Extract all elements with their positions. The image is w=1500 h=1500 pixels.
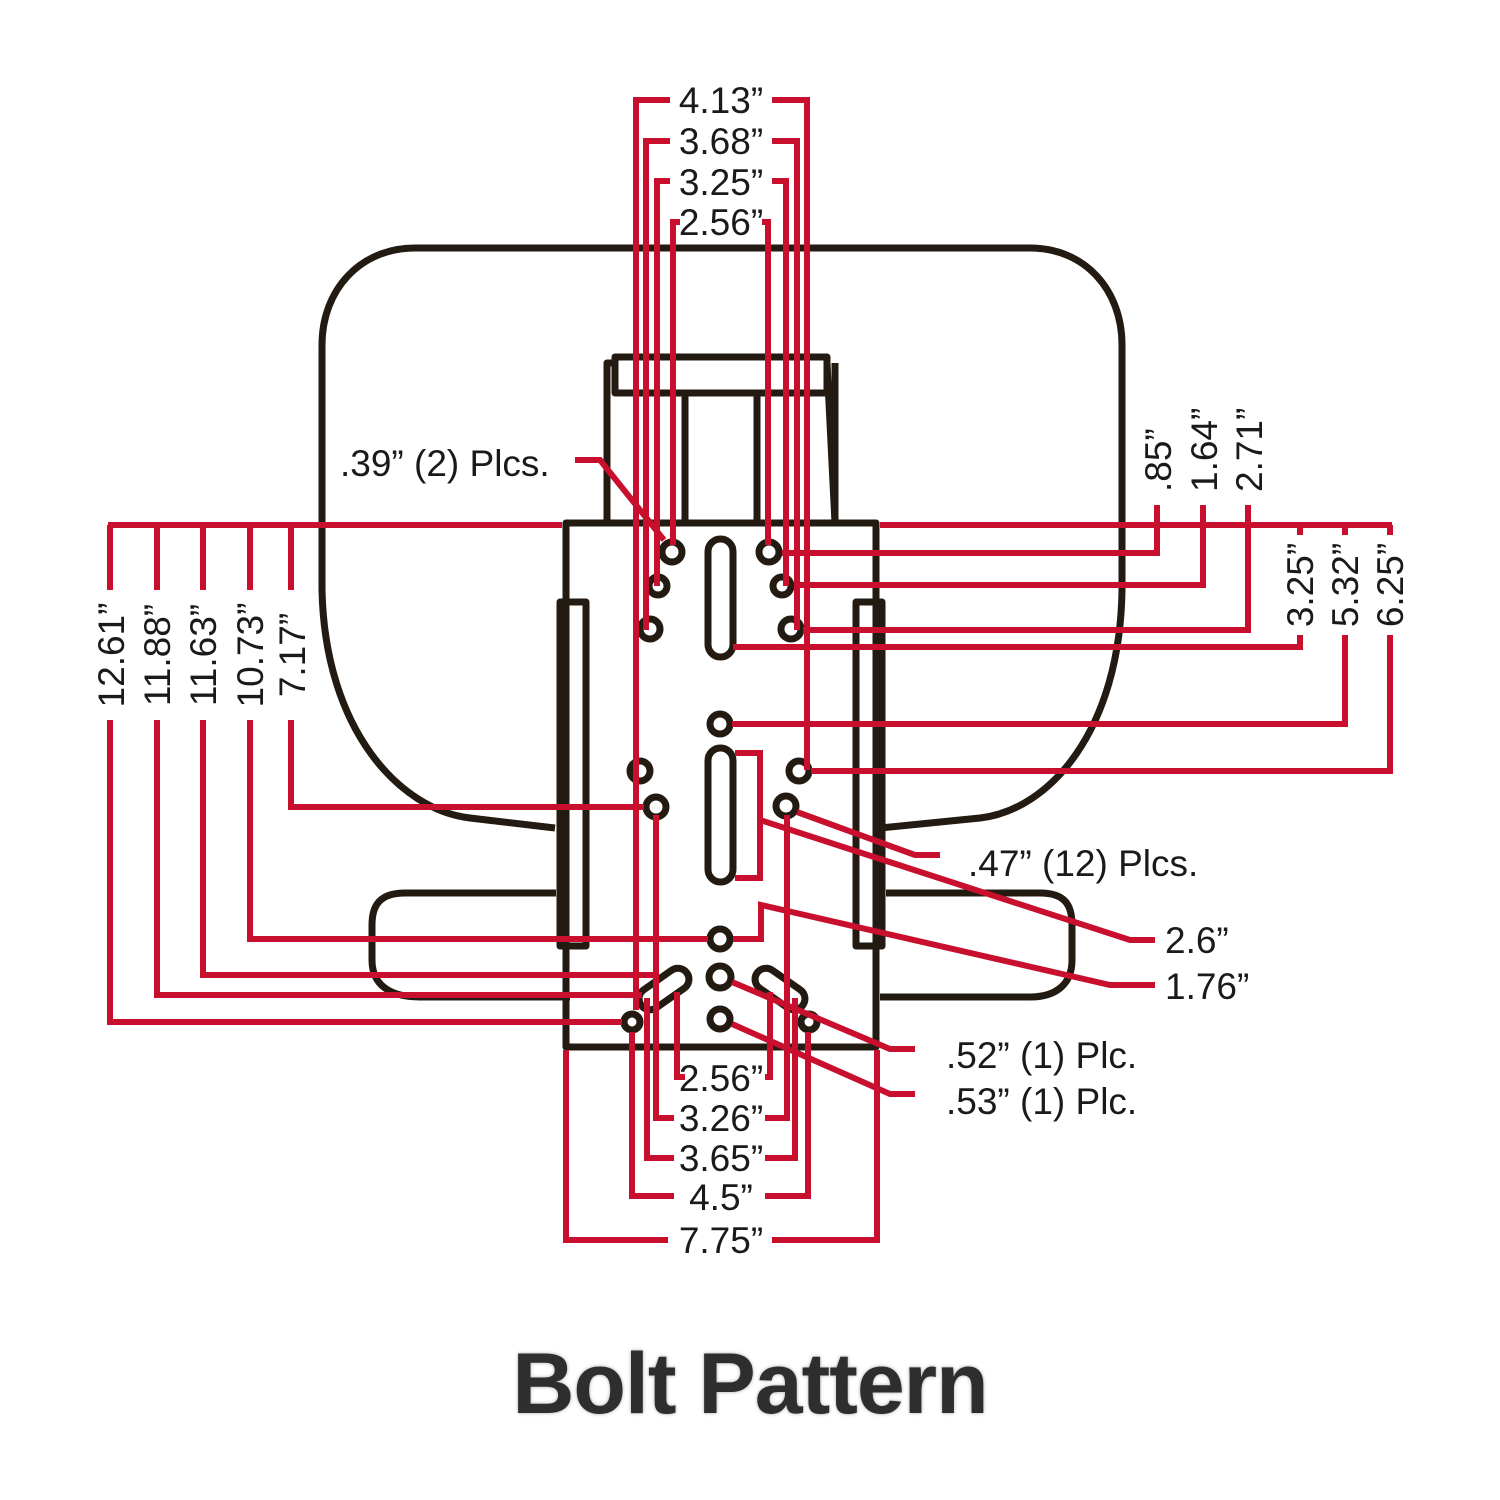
dim-line-right-2.71 [803, 505, 1251, 633]
callout-leader-047 [795, 809, 940, 858]
top-bracket-body [603, 359, 839, 527]
right-armrest-outline [880, 889, 1076, 1001]
callout-052: .52” (1) Plc. [946, 1035, 1137, 1076]
dim-line-right-3.25 [733, 525, 1303, 650]
label-bottom-4.5: 4.5” [689, 1177, 753, 1218]
base-plate [562, 519, 880, 1051]
dim-line-top-2.56 [670, 219, 771, 545]
upper-center-slot [704, 535, 737, 661]
dim-line-left-12.61 [107, 525, 622, 1025]
dimension-lines [107, 97, 1393, 1243]
label-left-12.61: 12.61” [91, 603, 132, 708]
mounting-holes [620, 535, 821, 1034]
callout-047: .47” (12) Plcs. [968, 843, 1198, 884]
label-top-3.68: 3.68” [679, 121, 763, 162]
right-angled-slot [751, 964, 809, 1014]
label-left-11.63: 11.63” [183, 604, 224, 706]
dim-line-slot-1.76 [733, 901, 1155, 988]
dim-line-top-3.68 [643, 138, 800, 630]
hole [706, 710, 734, 738]
dim-line-bottom-7.75 [563, 1050, 880, 1243]
callout-039: .39” (2) Plcs. [340, 443, 550, 484]
hole [706, 925, 734, 953]
label-top-2.56: 2.56” [679, 202, 763, 243]
dim-line-left-10.73 [247, 525, 708, 942]
label-slot-2.6: 2.6” [1165, 920, 1229, 961]
callout-053: .53” (1) Plc. [946, 1081, 1137, 1122]
left-angled-slot [635, 964, 693, 1014]
label-top-4.13: 4.13” [679, 80, 763, 121]
label-right-1.64: 1.64” [1184, 408, 1225, 492]
dim-line-bottom-2.56 [674, 992, 773, 1080]
left-armrest-outline [368, 889, 570, 1001]
dim-line-right-5.32 [732, 525, 1348, 727]
dim-line-left-11.63 [200, 525, 656, 978]
label-top-3.25: 3.25” [679, 162, 763, 203]
dim-line-right-1.64 [794, 505, 1206, 588]
hole [642, 793, 670, 821]
dim-line-slot-2.6 [735, 750, 1155, 943]
hole [620, 1010, 644, 1034]
diagram-title: Bolt Pattern [512, 1336, 988, 1432]
dim-line-left-11.88 [154, 525, 642, 998]
label-slot-1.76: 1.76” [1165, 966, 1249, 1007]
label-right-6.25: 6.25” [1370, 543, 1411, 627]
dim-line-top-3.25 [654, 178, 789, 586]
label-bottom-3.65: 3.65” [679, 1138, 763, 1179]
top-bracket-inner [681, 393, 761, 523]
callout-leader-039 [575, 457, 667, 542]
dimension-labels: 4.13” 3.68” 3.25” 2.56” 2.56” 3.26” 3.65… [91, 80, 1411, 1261]
label-left-7.17: 7.17” [272, 613, 313, 697]
dim-line-bottom-3.65 [644, 998, 798, 1161]
label-bottom-2.56: 2.56” [679, 1058, 763, 1099]
lower-center-slot [704, 744, 737, 886]
dim-line-right-6.25 [811, 525, 1393, 774]
hole [706, 1005, 734, 1033]
dim-line-right-0.85 [782, 505, 1160, 556]
label-right-5.32: 5.32” [1325, 543, 1366, 627]
label-right-2.71: 2.71” [1229, 408, 1270, 492]
label-left-11.88: 11.88” [137, 604, 178, 706]
left-rail [556, 598, 590, 950]
label-left-10.73: 10.73” [230, 603, 271, 708]
hole [772, 792, 800, 820]
label-right-0.85: .85” [1138, 428, 1179, 492]
label-right-3.25: 3.25” [1280, 543, 1321, 627]
dim-line-top-4.13 [633, 97, 810, 1010]
dim-line-bottom-4.5 [629, 1032, 811, 1199]
dim-line-left-7.17 [288, 525, 644, 810]
label-bottom-3.26: 3.26” [679, 1098, 763, 1139]
seat-back-outline [318, 244, 1126, 832]
label-bottom-7.75: 7.75” [679, 1220, 763, 1261]
hole [705, 962, 735, 992]
dim-line-bottom-3.26 [653, 815, 790, 1121]
